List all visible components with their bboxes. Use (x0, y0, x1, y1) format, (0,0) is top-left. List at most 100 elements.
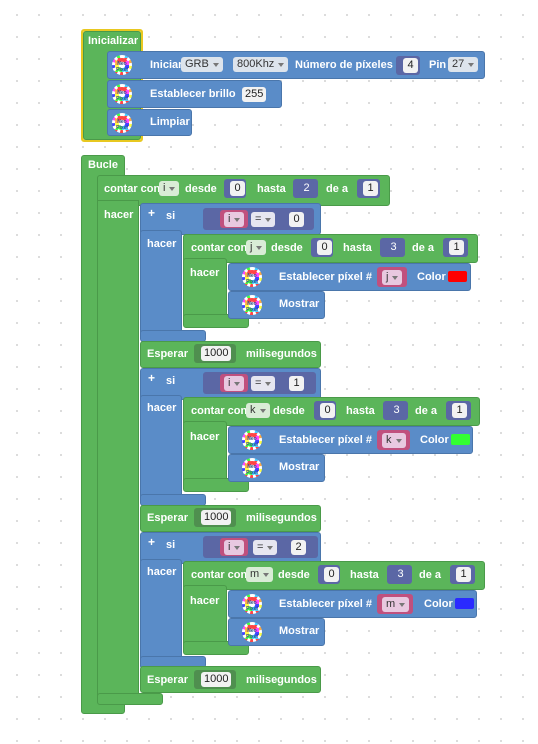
inner-from-label: desde (273, 405, 305, 417)
set-pixel-block[interactable] (228, 426, 473, 454)
pin-label: Pin (429, 59, 447, 71)
outer-from-value[interactable]: 0 (230, 181, 245, 196)
if-do-label: hacer (147, 402, 177, 414)
inner-count-var-dropdown[interactable]: j (246, 240, 267, 255)
compare-var-dropdown[interactable]: i (224, 540, 245, 555)
pixel-var-dropdown[interactable]: j (382, 270, 403, 285)
brightness-value[interactable]: 255 (242, 87, 267, 102)
neopixel-ring-icon: Neo Pixel (242, 622, 262, 642)
outer-to-label: hasta (257, 183, 286, 195)
if-label: si (166, 539, 176, 551)
inner-to-value[interactable]: 3 (393, 567, 408, 582)
clear-label: Limpiar (150, 116, 190, 128)
compare-operator-dropdown[interactable]: = (251, 376, 276, 391)
inner-from-value[interactable]: 0 (320, 403, 335, 418)
inner-step-value[interactable]: 1 (449, 240, 464, 255)
compare-var-dropdown[interactable]: i (224, 376, 245, 391)
inner-do-label: hacer (190, 431, 220, 443)
inner-count-spine (183, 258, 227, 322)
if-do-label: hacer (147, 566, 177, 578)
plus-icon[interactable]: + (148, 535, 156, 549)
inner-count-var-dropdown[interactable]: m (246, 567, 274, 582)
compare-var-dropdown[interactable]: i (224, 212, 245, 227)
inner-count-label: contar con (191, 405, 248, 417)
neopixel-ring-icon: Neo Pixel (242, 267, 262, 287)
wait-value[interactable]: 1000 (201, 672, 232, 687)
show-label: Mostrar (279, 298, 320, 310)
set-pixel-label: Establecer píxel # (279, 598, 372, 610)
compare-operator-dropdown[interactable]: = (253, 540, 278, 555)
set-pixel-label: Establecer píxel # (279, 434, 372, 446)
inner-step-label: de a (419, 569, 442, 581)
inner-step-label: de a (415, 405, 438, 417)
inner-to-value[interactable]: 3 (389, 403, 404, 418)
compare-value[interactable]: 0 (289, 212, 304, 227)
inner-from-label: desde (271, 242, 303, 254)
if-label: si (166, 375, 176, 387)
color-swatch[interactable] (455, 598, 474, 609)
start-label: Iniciar (150, 59, 183, 71)
if-block-spine (140, 559, 182, 669)
outer-from-label: desde (185, 183, 217, 195)
inner-count-spine (183, 585, 227, 649)
neopixel-start-block[interactable] (107, 51, 485, 79)
if-do-label: hacer (147, 238, 177, 250)
inner-to-value[interactable]: 3 (386, 240, 401, 255)
compare-value[interactable]: 1 (289, 376, 304, 391)
outer-count-bottom (97, 693, 163, 705)
inner-to-label: hasta (346, 405, 375, 417)
pixels-count-label: Número de píxeles (295, 59, 393, 71)
set-pixel-block[interactable] (228, 590, 477, 618)
neopixel-ring-icon: Neo Pixel (242, 458, 262, 478)
inner-count-label: contar con (191, 569, 248, 581)
set-brightness-block[interactable] (107, 80, 282, 108)
inner-from-value[interactable]: 0 (324, 567, 339, 582)
brightness-label: Establecer brillo (150, 88, 236, 100)
compare-value[interactable]: 2 (291, 540, 306, 555)
wait-value[interactable]: 1000 (201, 510, 232, 525)
color-label: Color (420, 434, 449, 446)
compare-operator-dropdown[interactable]: = (251, 212, 276, 227)
inner-count-var-dropdown[interactable]: k (246, 403, 270, 418)
inner-step-value[interactable]: 1 (452, 403, 467, 418)
outer-step-value[interactable]: 1 (363, 181, 378, 196)
outer-to-value[interactable]: 2 (299, 181, 314, 196)
show-label: Mostrar (279, 461, 320, 473)
loop-title: Bucle (88, 159, 118, 171)
color-order-dropdown[interactable]: GRB (181, 57, 223, 72)
if-label: si (166, 210, 176, 222)
plus-icon[interactable]: + (148, 371, 156, 385)
color-label: Color (417, 271, 446, 283)
neopixel-ring-icon: Neo Pixel (112, 113, 132, 133)
inner-count-label: contar con (191, 242, 248, 254)
inner-step-label: de a (412, 242, 435, 254)
outer-count-label: contar con (104, 183, 161, 195)
inner-step-value[interactable]: 1 (456, 567, 471, 582)
inner-from-value[interactable]: 0 (317, 240, 332, 255)
color-label: Color (424, 598, 453, 610)
pixels-count-value[interactable]: 4 (403, 58, 418, 73)
pixel-var-dropdown[interactable]: k (382, 433, 406, 448)
show-label: Mostrar (279, 625, 320, 637)
color-swatch[interactable] (451, 434, 470, 445)
outer-count-spine (97, 200, 139, 703)
plus-icon[interactable]: + (148, 206, 156, 220)
neopixel-ring-icon: Neo Pixel (242, 295, 262, 315)
speed-dropdown[interactable]: 800Khz (233, 57, 289, 72)
color-swatch[interactable] (448, 271, 467, 282)
inner-to-label: hasta (350, 569, 379, 581)
outer-count-var-dropdown[interactable]: i (159, 181, 180, 196)
inner-do-label: hacer (190, 267, 220, 279)
inner-do-label: hacer (190, 595, 220, 607)
init-title: Inicializar (88, 35, 139, 47)
pixel-var-dropdown[interactable]: m (382, 597, 410, 612)
wait-label: Esperar (147, 512, 188, 524)
wait-value[interactable]: 1000 (201, 346, 232, 361)
neopixel-ring-icon: Neo Pixel (242, 430, 262, 450)
inner-count-spine (183, 421, 227, 485)
set-pixel-block[interactable] (228, 263, 471, 291)
pin-dropdown[interactable]: 27 (448, 57, 479, 72)
set-pixel-label: Establecer píxel # (279, 271, 372, 283)
neopixel-ring-icon: Neo Pixel (112, 84, 132, 104)
outer-step-label: de a (326, 183, 349, 195)
